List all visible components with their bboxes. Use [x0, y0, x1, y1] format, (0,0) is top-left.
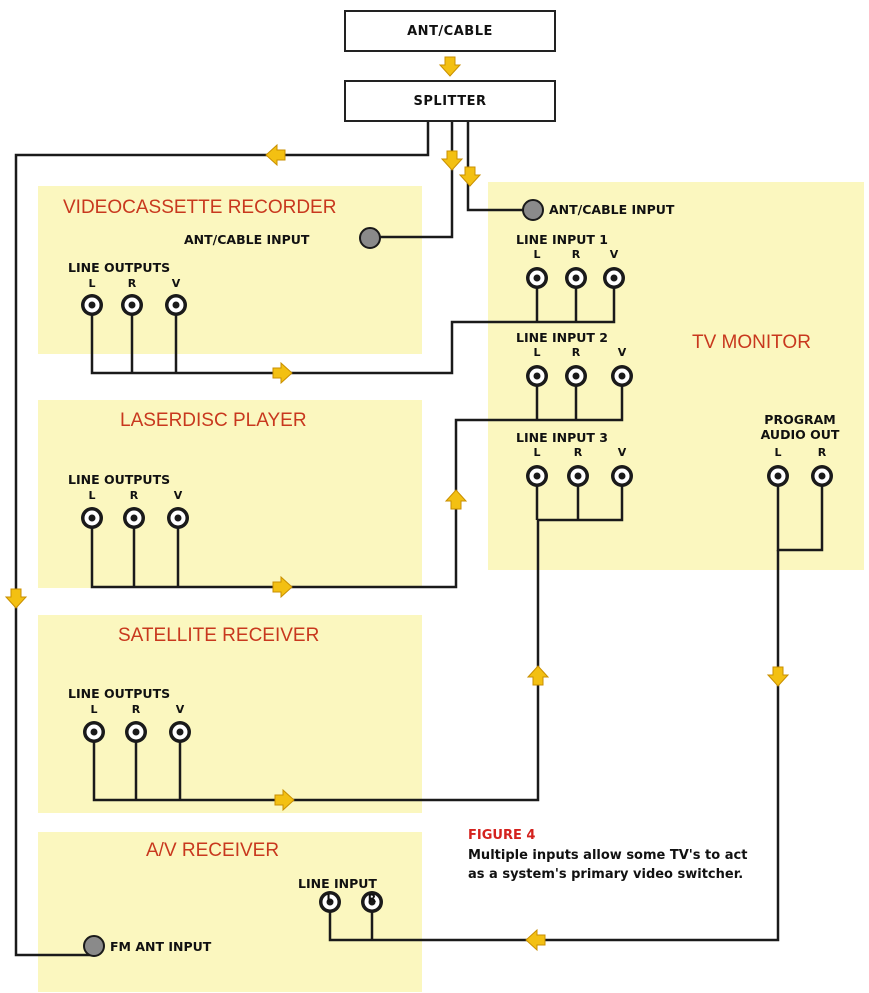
audio-out-line2: AUDIO OUT — [760, 427, 840, 442]
tv-in2-jack-r — [565, 365, 587, 387]
ld-jack-l — [81, 507, 103, 529]
vcr-jack-l — [81, 294, 103, 316]
sat-jack-r — [125, 721, 147, 743]
tv-in3-ch-l: L — [533, 446, 541, 459]
tv-line-input-1-label: LINE INPUT 1 — [516, 232, 608, 247]
arrow-laserdisc-up — [444, 489, 468, 510]
laserdisc-panel — [38, 400, 422, 588]
arrow-satellite-output — [274, 788, 295, 812]
tv-in3-jack-v — [611, 465, 633, 487]
arrow-audio-to-av — [525, 928, 546, 952]
audio-out-line1: PROGRAM — [764, 412, 836, 427]
av-jack-l — [319, 891, 341, 913]
tv-monitor-panel — [488, 182, 864, 570]
arrow-audio-down — [766, 666, 790, 687]
tv-in2-ch-l: L — [533, 346, 541, 359]
arrow-fm-line-down — [4, 588, 28, 609]
arrow-satellite-up — [526, 665, 550, 686]
satellite-title: SATELLITE RECEIVER — [118, 625, 320, 646]
tv-ant-input-label: ANT/CABLE INPUT — [549, 202, 675, 217]
tv-audio-ch-r: R — [817, 446, 827, 459]
tv-in3-jack-r — [567, 465, 589, 487]
tv-monitor-title: TV MONITOR — [692, 332, 811, 353]
tv-in3-ch-v: V — [617, 446, 627, 459]
vcr-ant-input-jack — [359, 227, 381, 249]
arrow-laserdisc-output — [272, 575, 293, 599]
arrow-splitter-to-vcr — [440, 150, 464, 171]
av-receiver-title: A/V RECEIVER — [146, 840, 280, 861]
tv-line-input-2-label: LINE INPUT 2 — [516, 330, 608, 345]
tv-ant-input-jack — [522, 199, 544, 221]
sat-ch-r: R — [131, 703, 141, 716]
tv-in2-ch-r: R — [571, 346, 581, 359]
ld-jack-v — [167, 507, 189, 529]
wire-vcr-to-tv-input2 — [90, 288, 616, 375]
av-line-input-label: LINE INPUT — [298, 876, 377, 891]
av-receiver-panel — [38, 832, 422, 992]
arrow-splitter-to-tv — [458, 166, 482, 187]
vcr-panel — [38, 186, 422, 354]
sat-jack-l — [83, 721, 105, 743]
wire-satellite-to-tv-input3 — [92, 480, 624, 802]
tv-in1-jack-v — [603, 267, 625, 289]
sat-ch-v: V — [175, 703, 185, 716]
tv-in1-ch-l: L — [533, 248, 541, 261]
av-ch-r: R — [367, 892, 377, 905]
ant-cable-box: ANT/CABLE — [344, 10, 556, 52]
sat-jack-v — [169, 721, 191, 743]
tv-in2-ch-v: V — [617, 346, 627, 359]
arrow-splitter-to-fm — [265, 143, 286, 167]
ld-ch-l: L — [88, 489, 96, 502]
satellite-line-outputs-label: LINE OUTPUTS — [68, 686, 171, 701]
arrow-ant-to-splitter — [438, 56, 462, 77]
wire-splitter-to-vcr-ant — [372, 122, 454, 239]
tv-audio-jack-r — [811, 465, 833, 487]
av-jack-r — [361, 891, 383, 913]
tv-audio-ch-l: L — [774, 446, 782, 459]
vcr-ch-r: R — [127, 277, 137, 290]
wire-splitter-to-tv-ant — [466, 122, 530, 212]
tv-in1-jack-r — [565, 267, 587, 289]
av-ch-l: L — [326, 892, 334, 905]
vcr-ant-input-label: ANT/CABLE INPUT — [184, 232, 310, 247]
wire-splitter-to-fm — [14, 122, 430, 957]
vcr-line-outputs-label: LINE OUTPUTS — [68, 260, 171, 275]
tv-in2-jack-l — [526, 365, 548, 387]
tv-in2-jack-v — [611, 365, 633, 387]
laserdisc-title: LASERDISC PLAYER — [120, 410, 307, 431]
tv-audio-jack-l — [767, 465, 789, 487]
vcr-jack-v — [165, 294, 187, 316]
laserdisc-line-outputs-label: LINE OUTPUTS — [68, 472, 171, 487]
figure-caption-title: FIGURE 4 — [468, 828, 536, 843]
tv-in3-ch-r: R — [573, 446, 583, 459]
tv-in1-ch-r: R — [571, 248, 581, 261]
tv-in1-ch-v: V — [609, 248, 619, 261]
vcr-ch-l: L — [88, 277, 96, 290]
tv-in1-jack-l — [526, 267, 548, 289]
splitter-box: SPLITTER — [344, 80, 556, 122]
vcr-ch-v: V — [171, 277, 181, 290]
ld-ch-r: R — [129, 489, 139, 502]
ld-jack-r — [123, 507, 145, 529]
fm-ant-input-jack — [83, 935, 105, 957]
tv-line-input-3-label: LINE INPUT 3 — [516, 430, 608, 445]
figure-caption-body: Multiple inputs allow some TV's to act a… — [468, 848, 748, 882]
tv-program-audio-out-label: PROGRAM AUDIO OUT — [740, 412, 860, 442]
satellite-panel — [38, 615, 422, 813]
ld-ch-v: V — [173, 489, 183, 502]
wire-audio-out-to-av-receiver — [776, 480, 824, 552]
vcr-title: VIDEOCASSETTE RECORDER — [63, 197, 337, 218]
sat-ch-l: L — [90, 703, 98, 716]
vcr-jack-r — [121, 294, 143, 316]
tv-in3-jack-l — [526, 465, 548, 487]
fm-ant-input-label: FM ANT INPUT — [110, 939, 212, 954]
arrow-vcr-output — [272, 361, 293, 385]
